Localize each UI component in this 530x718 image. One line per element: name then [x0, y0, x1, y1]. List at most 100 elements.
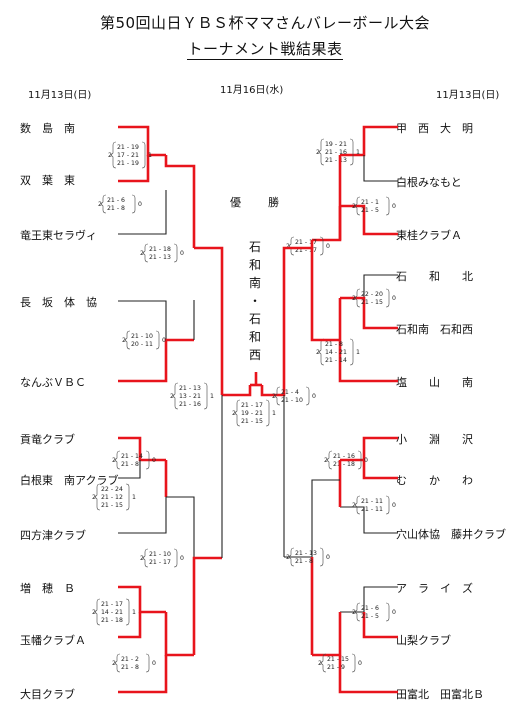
score-right: 0: [152, 660, 156, 667]
score-bracket: [125, 483, 130, 511]
score-bracket: [100, 194, 107, 214]
team-right-2: 白根みなもと: [396, 176, 462, 189]
score-set: 21 - 15: [101, 502, 123, 509]
score-set: 21 - 16: [333, 453, 355, 460]
champion-char: 和: [248, 330, 261, 344]
team-right-3: 東桂クラブＡ: [396, 229, 462, 242]
right-r2a-line: [312, 155, 342, 242]
score-right: 1: [356, 149, 360, 156]
score-set: 21 - 8: [121, 461, 139, 468]
left-r1f-top-line: [118, 585, 166, 614]
left-r3a-winner-line: [222, 385, 252, 397]
score-left: 2: [272, 393, 276, 400]
score-left: 2: [98, 201, 102, 208]
left-r1e-bottom-line: [118, 497, 167, 534]
score-set: 21 - 14: [325, 357, 347, 364]
score-bracket: [318, 138, 325, 166]
right-r1g-bottom-line: [362, 612, 398, 639]
score-bracket: [326, 450, 333, 470]
score-bracket: [385, 495, 390, 515]
team-left-8: 四方津クラブ: [20, 529, 86, 542]
score-set: 22 - 24: [101, 486, 123, 493]
champion-char: 西: [248, 348, 261, 362]
score-set: 19 - 21: [241, 410, 263, 417]
score-bracket: [114, 450, 121, 470]
right-r1f-bottom-line: [340, 506, 398, 534]
score-bracket: [94, 598, 101, 626]
score-bracket: [114, 653, 121, 673]
champion-char: 南: [248, 276, 261, 290]
left-r1a-top-line: [118, 125, 166, 157]
score-left: 2: [170, 393, 174, 400]
champion-char: 和: [248, 258, 261, 272]
right-r1g-top-line: [340, 586, 398, 613]
score-set: 21 - 5: [361, 207, 379, 214]
score-left: 2: [232, 410, 236, 417]
score-set: 21 - 15: [361, 299, 383, 306]
score-bracket: [357, 450, 362, 470]
right-r1b-bottom-line: [340, 204, 398, 236]
score-set: 21 - 8: [121, 664, 139, 671]
team-left-2: 双 葉 東: [20, 174, 75, 187]
score-set: 21 - 17: [241, 402, 263, 409]
score-set: 21 - 11: [361, 506, 383, 513]
team-right-11: 山梨クラブ: [396, 634, 451, 647]
score-right: 1: [132, 494, 136, 501]
score-set: 21 - 4: [281, 389, 299, 396]
score-right: 1: [356, 349, 360, 356]
score-right: 0: [392, 295, 396, 302]
score-bracket: [288, 236, 295, 256]
score-set: 14 - 21: [325, 349, 347, 356]
score-left: 2: [316, 349, 320, 356]
tournament-title: 第50回山日ＹＢＳ杯ママさんバレーボール大会: [99, 14, 431, 32]
score-right: 0: [180, 250, 184, 257]
score-bracket: [141, 141, 146, 169]
left-r1c-bottom-line: [118, 338, 194, 383]
left-r1b-winner-line: [164, 155, 196, 248]
team-left-7: 白根東 南アクラブ: [20, 474, 119, 487]
score-set: 21 - 8: [325, 341, 343, 348]
score-left: 2: [140, 555, 144, 562]
score-bracket: [131, 194, 136, 214]
score-bracket: [124, 330, 131, 350]
score-set: 21 - 15: [327, 656, 349, 663]
score-set: 21 - 11: [361, 498, 383, 505]
score-set: 21 - 9: [327, 664, 345, 671]
score-set: 21 - 17: [149, 559, 171, 566]
date-center: 11月16日(水): [220, 85, 284, 96]
score-set: 21 - 17: [101, 601, 123, 608]
score-bracket: [172, 382, 179, 410]
score-right: 1: [272, 410, 276, 417]
team-right-8: む か わ: [396, 474, 473, 487]
score-set: 21 - 19: [117, 160, 139, 167]
right-r1h-bottom-line: [338, 655, 398, 694]
score-set: 21 - 18: [149, 246, 171, 253]
score-right: 0: [152, 457, 156, 464]
score-bracket: [145, 653, 150, 673]
team-right-5: 石和南 石和西: [396, 323, 473, 336]
champion-char: ・: [248, 294, 261, 308]
score-set: 21 - 10: [149, 551, 171, 558]
score-set: 13 - 21: [179, 393, 201, 400]
score-left: 2: [122, 337, 126, 344]
score-right: 1: [210, 393, 214, 400]
score-bracket: [94, 483, 101, 511]
score-right: 1: [148, 152, 152, 159]
score-bracket: [173, 548, 178, 568]
score-bracket: [385, 196, 390, 216]
score-left: 2: [92, 494, 96, 501]
team-left-11: 大目クラブ: [20, 688, 75, 701]
left-r2b-top-line: [166, 496, 195, 558]
right-r2b-top-line: [284, 479, 340, 558]
score-set: 21 - 6: [107, 197, 125, 204]
score-set: 21 - 14: [121, 453, 143, 460]
